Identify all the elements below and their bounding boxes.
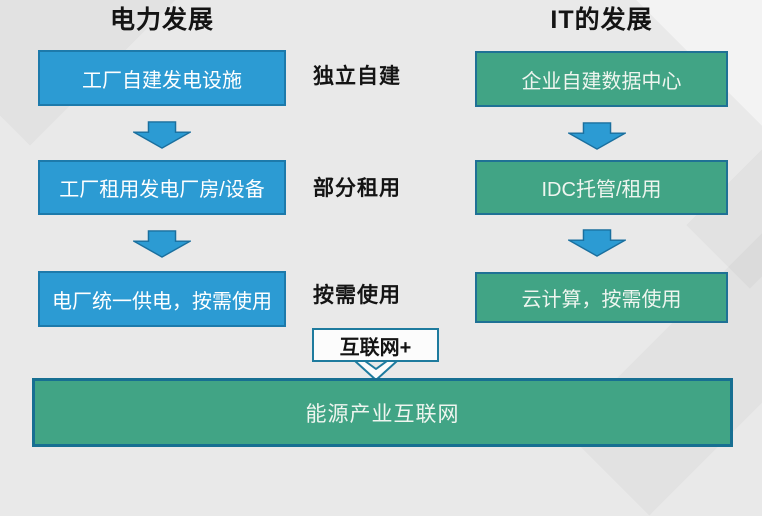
internet-plus-box: 互联网+: [312, 328, 439, 362]
it-box-self-built-dc: 企业自建数据中心: [475, 51, 728, 107]
power-box-on-demand: 电厂统一供电，按需使用: [38, 271, 286, 327]
energy-internet-box: 能源产业互联网: [32, 378, 733, 447]
right-column-title: IT的发展: [550, 6, 653, 34]
stage-label-partial: 部分租用: [313, 177, 401, 200]
stage-label-independent: 独立自建: [313, 65, 401, 88]
down-arrow-icon: [133, 230, 191, 258]
it-box-cloud: 云计算，按需使用: [475, 272, 728, 323]
power-box-self-built: 工厂自建发电设施: [38, 50, 286, 106]
stage-label-on-demand: 按需使用: [313, 284, 401, 307]
power-box-rented: 工厂租用发电厂房/设备: [38, 160, 286, 215]
left-column-title: 电力发展: [109, 6, 214, 34]
down-arrow-icon: [133, 121, 191, 149]
it-box-idc-hosting: IDC托管/租用: [475, 160, 728, 215]
slide-canvas: { "headers": { "left": "电力发展", "right": …: [32, 6, 733, 447]
down-arrow-icon: [568, 122, 626, 150]
down-arrow-icon: [568, 229, 626, 257]
